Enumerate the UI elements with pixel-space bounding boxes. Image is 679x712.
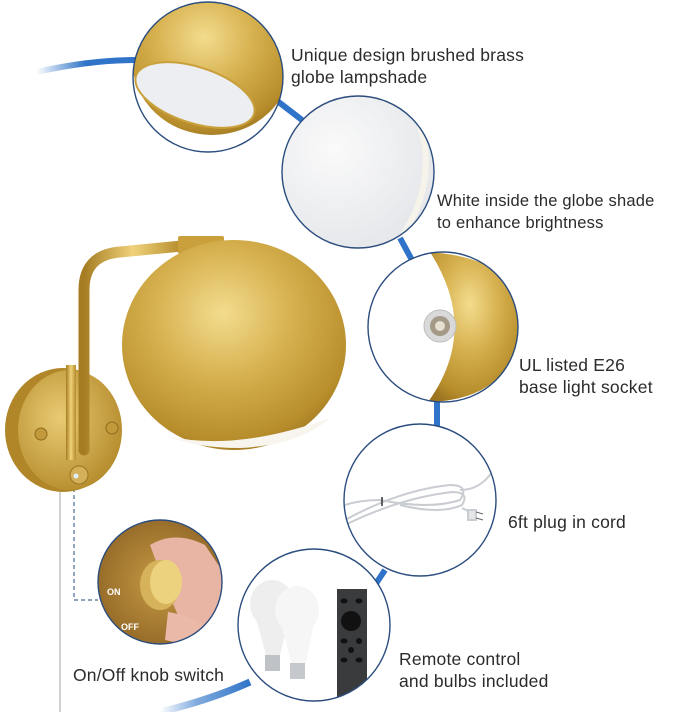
feature-label-knob: On/Off knob switch <box>73 664 224 686</box>
inner-white-detail-circle <box>281 95 435 249</box>
feature-label-line1: Unique design brushed brass <box>291 45 525 65</box>
feature-label-line1: UL listed E26 <box>519 355 626 375</box>
feature-label-socket: UL listed E26 base light socket <box>519 354 653 398</box>
knob-switch-detail-circle <box>73 474 223 645</box>
feature-label-line1: 6ft plug in cord <box>508 512 626 532</box>
socket-detail-circle <box>367 251 519 403</box>
connector-arc <box>35 57 440 712</box>
feature-label-line2: to enhance brightness <box>437 214 604 232</box>
feature-label-line1: Remote control <box>399 649 521 669</box>
feature-label-line2: globe lampshade <box>291 67 428 87</box>
feature-label-line2: and bulbs included <box>399 671 549 691</box>
lampshade-detail-circle <box>132 1 284 153</box>
feature-label-line2: base light socket <box>519 377 653 397</box>
wall-sconce-product <box>5 236 346 712</box>
knob-off-marking: OFF <box>121 622 139 632</box>
feature-label-line1: White inside the globe shade <box>437 192 655 210</box>
feature-label-inner-white: White inside the globe shade to enhance … <box>437 190 655 234</box>
feature-label-remote: Remote control and bulbs included <box>399 648 549 692</box>
feature-label-cord: 6ft plug in cord <box>508 511 626 533</box>
remote-bulbs-detail-circle <box>237 548 391 702</box>
cord-detail-circle <box>343 423 497 577</box>
knob-on-marking: ON <box>107 587 121 597</box>
feature-label-lampshade: Unique design brushed brass globe lampsh… <box>291 44 524 88</box>
feature-label-line1: On/Off knob switch <box>73 665 225 685</box>
